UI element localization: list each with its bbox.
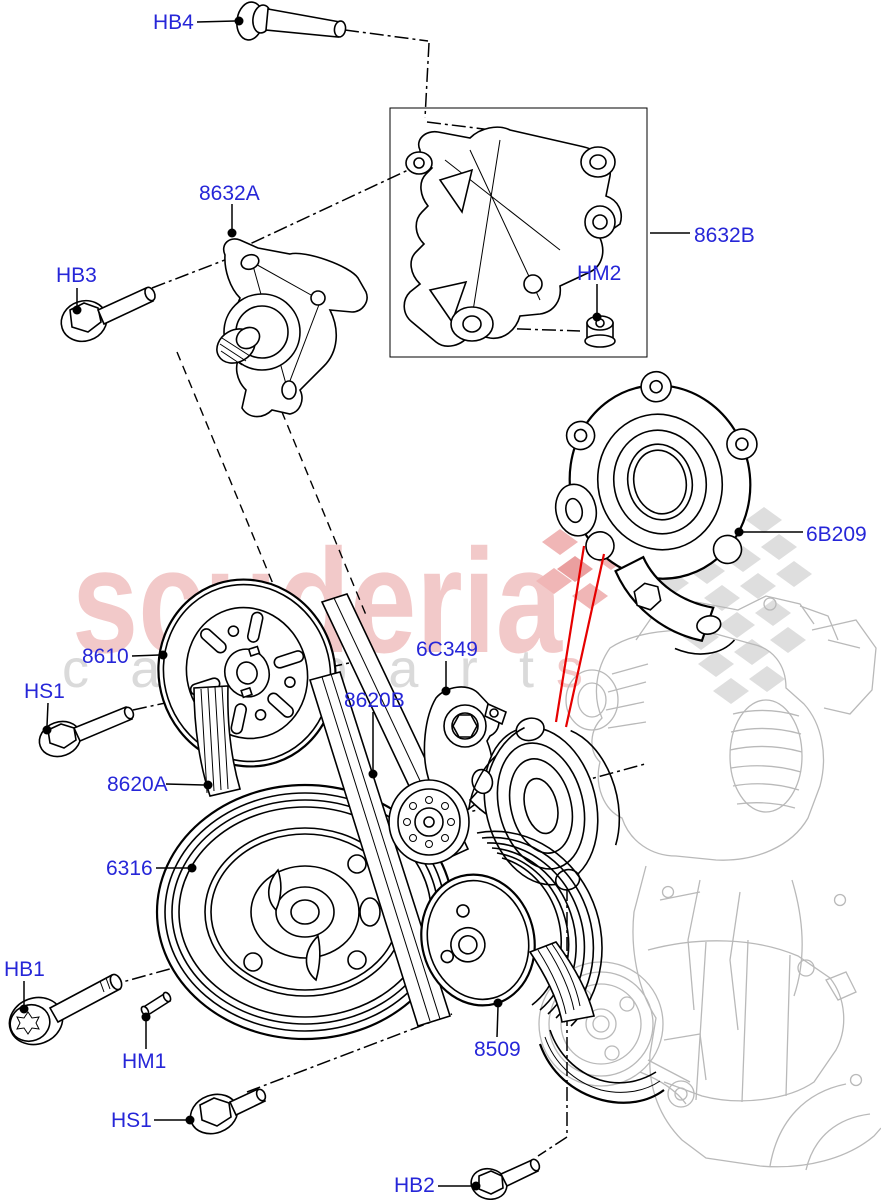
part-label-8610: 8610 — [82, 645, 129, 668]
bolt-hs1-bottom — [189, 1087, 267, 1135]
part-label-8632b: 8632B — [694, 224, 755, 247]
bolt-hb2 — [470, 1158, 541, 1200]
part-label-8509: 8509 — [474, 1038, 521, 1061]
ghost-engine-art — [538, 595, 881, 1171]
water-pump-flange — [467, 717, 621, 891]
part-label-hb1: HB1 — [4, 958, 45, 981]
bolt-hb1 — [8, 973, 123, 1046]
part-8632a-bracket — [216, 238, 368, 418]
part-label-hs1-bottom: HS1 — [111, 1109, 152, 1132]
part-label-hb4: HB4 — [153, 11, 194, 34]
part-label-hm2: HM2 — [577, 262, 622, 285]
part-6b209-gasket — [554, 370, 758, 655]
part-label-hm1: HM1 — [122, 1050, 167, 1073]
part-8632b-bracket-box — [389, 107, 648, 358]
part-label-8632a: 8632A — [199, 182, 260, 205]
part-label-hs1-top: HS1 — [24, 680, 65, 703]
nut-hm2 — [584, 315, 616, 348]
part-label-hb3: HB3 — [56, 264, 97, 287]
part-6316-crank-pulley — [155, 783, 455, 1041]
bolt-hb3 — [60, 286, 156, 343]
idler-pulley — [388, 779, 470, 865]
part-label-hb2: HB2 — [394, 1174, 435, 1197]
bolt-hs1-top — [38, 705, 135, 758]
red-pointer-lines — [554, 545, 606, 728]
part-label-8620a: 8620A — [107, 773, 168, 796]
part-label-6b209: 6B209 — [806, 523, 867, 546]
part-label-8620b: 8620B — [344, 689, 405, 712]
belt-to-compressor — [528, 941, 665, 1104]
part-label-6c349: 6C349 — [416, 638, 478, 661]
belt-8620-left-run — [193, 685, 242, 797]
bolt-hb4 — [236, 1, 347, 41]
label-leader-lines — [19, 16, 803, 1191]
part-label-6316: 6316 — [106, 857, 153, 880]
